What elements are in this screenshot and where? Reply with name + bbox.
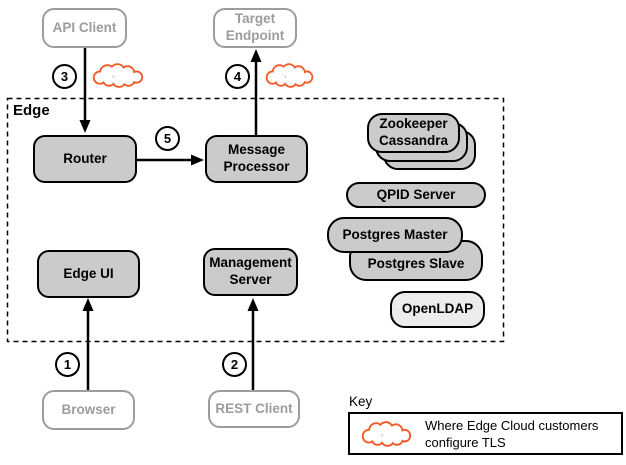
router-node: Router bbox=[33, 135, 137, 183]
rest-client-label: REST Client bbox=[215, 400, 293, 416]
step-marker-5-label: 5 bbox=[163, 131, 172, 146]
postgres-slave-label: Postgres Slave bbox=[367, 256, 465, 272]
cassandra-label: Cassandra bbox=[378, 133, 449, 148]
openldap-label: OpenLDAP bbox=[401, 301, 474, 317]
tls-cloud-icon bbox=[361, 421, 412, 447]
step-marker-5: 5 bbox=[155, 126, 180, 151]
step-marker-2-label: 2 bbox=[230, 357, 239, 372]
postgres-master-label: Postgres Master bbox=[342, 226, 448, 242]
api-client-node: API Client bbox=[42, 8, 127, 48]
step-marker-1: 1 bbox=[55, 352, 80, 377]
arrowhead-up bbox=[250, 49, 262, 62]
rest-client-node: REST Client bbox=[208, 390, 300, 428]
arrowhead-right bbox=[191, 154, 204, 166]
browser-node: Browser bbox=[42, 390, 135, 430]
openldap-node: OpenLDAP bbox=[390, 291, 485, 328]
postgres-master-node: Postgres Master bbox=[327, 217, 463, 253]
qpid-server-label: QPID Server bbox=[376, 186, 456, 202]
key-title: Key bbox=[349, 394, 373, 409]
edge-ui-node: Edge UI bbox=[37, 250, 140, 298]
management-server-label: Management Server bbox=[209, 255, 292, 287]
browser-label: Browser bbox=[61, 401, 116, 417]
qpid-server-node: QPID Server bbox=[346, 182, 486, 208]
step-marker-3-label: 3 bbox=[60, 69, 69, 84]
step-marker-3: 3 bbox=[52, 64, 77, 89]
key-tls-note: Where Edge Cloud customers configure TLS bbox=[425, 418, 599, 450]
step-marker-4: 4 bbox=[225, 64, 250, 89]
message-processor-label: Message Processor bbox=[223, 142, 290, 174]
target-endpoint-node: Target Endpoint bbox=[213, 8, 297, 48]
zookeeper-label: Zookeeper bbox=[379, 116, 448, 132]
management-server-node: Management Server bbox=[203, 248, 298, 296]
message-processor-node: Message Processor bbox=[205, 135, 308, 183]
arrowhead-up bbox=[82, 298, 94, 311]
step-marker-4-label: 4 bbox=[233, 69, 242, 84]
api-client-label: API Client bbox=[52, 19, 117, 35]
arrowhead-up bbox=[247, 298, 259, 311]
tls-cloud-icon bbox=[265, 63, 314, 88]
zookeeper-cassandra-node: Zookeeper Cassandra bbox=[367, 113, 460, 153]
target-endpoint-label: Target Endpoint bbox=[225, 11, 285, 43]
step-marker-2: 2 bbox=[222, 352, 247, 377]
edge-group-label: Edge bbox=[13, 102, 50, 119]
tls-cloud-icon bbox=[92, 63, 144, 88]
step-marker-1-label: 1 bbox=[63, 357, 72, 372]
arrowhead-down bbox=[79, 120, 91, 133]
edge-ui-label: Edge UI bbox=[63, 265, 114, 281]
router-label: Router bbox=[63, 150, 107, 166]
